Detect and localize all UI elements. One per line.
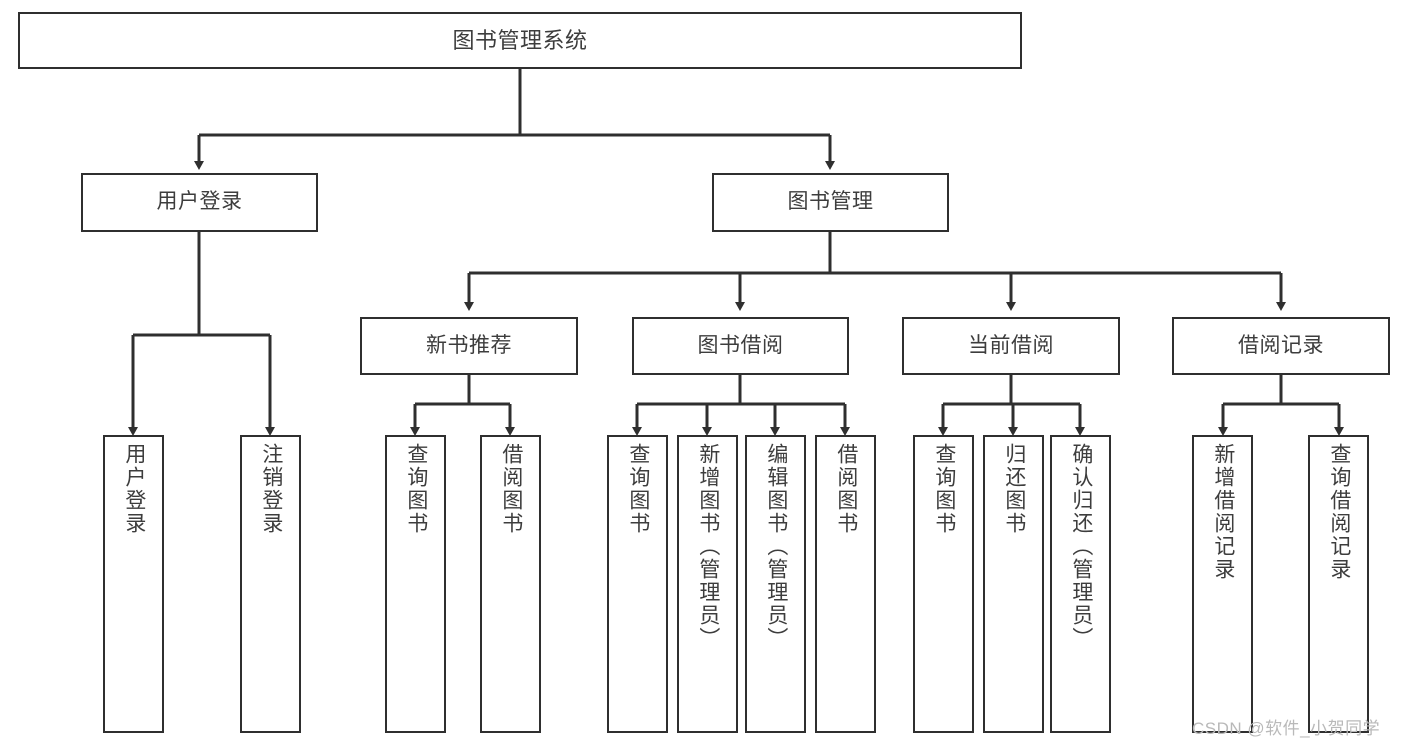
node-label: 注销登录 bbox=[259, 443, 283, 535]
node-label: 查询图书 bbox=[404, 443, 428, 535]
node-label: 确认归还（管理员） bbox=[1069, 443, 1093, 650]
leaf-edit-book-admin[interactable]: 编辑图书（管理员） bbox=[745, 435, 806, 733]
node-label: 用户登录 bbox=[156, 190, 243, 214]
leaf-return-book[interactable]: 归还图书 bbox=[983, 435, 1044, 733]
leaf-confirm-return-admin[interactable]: 确认归还（管理员） bbox=[1050, 435, 1111, 733]
node-borrow-record[interactable]: 借阅记录 bbox=[1172, 317, 1390, 375]
node-label: 借阅图书 bbox=[499, 443, 523, 535]
node-label: 查询图书 bbox=[626, 443, 650, 535]
node-label: 图书借阅 bbox=[697, 333, 784, 357]
leaf-query-borrow-record[interactable]: 查询借阅记录 bbox=[1308, 435, 1369, 733]
node-user-login[interactable]: 用户登录 bbox=[81, 173, 318, 232]
node-label: 新增图书（管理员） bbox=[696, 443, 720, 650]
node-label: 新增借阅记录 bbox=[1211, 443, 1235, 581]
node-label: 图书管理系统 bbox=[452, 27, 588, 53]
node-label: 编辑图书（管理员） bbox=[764, 443, 788, 650]
node-label: 归还图书 bbox=[1002, 443, 1026, 535]
node-root-book-management-system[interactable]: 图书管理系统 bbox=[18, 12, 1022, 69]
leaf-user-login[interactable]: 用户登录 bbox=[103, 435, 164, 733]
node-new-book-recommend[interactable]: 新书推荐 bbox=[360, 317, 578, 375]
leaf-borrow-book-recommend[interactable]: 借阅图书 bbox=[480, 435, 541, 733]
node-label: 新书推荐 bbox=[426, 333, 512, 357]
leaf-user-logout[interactable]: 注销登录 bbox=[240, 435, 301, 733]
leaf-add-borrow-record[interactable]: 新增借阅记录 bbox=[1192, 435, 1253, 733]
leaf-add-book-admin[interactable]: 新增图书（管理员） bbox=[677, 435, 738, 733]
node-label: 借阅记录 bbox=[1238, 333, 1324, 357]
node-label: 用户登录 bbox=[122, 443, 146, 535]
node-label: 查询图书 bbox=[932, 443, 956, 535]
node-label: 当前借阅 bbox=[968, 333, 1054, 357]
node-current-borrow[interactable]: 当前借阅 bbox=[902, 317, 1120, 375]
node-label: 图书管理 bbox=[787, 190, 874, 214]
leaf-borrow-book[interactable]: 借阅图书 bbox=[815, 435, 876, 733]
node-book-manage[interactable]: 图书管理 bbox=[712, 173, 949, 232]
leaf-query-book-current[interactable]: 查询图书 bbox=[913, 435, 974, 733]
node-book-borrow[interactable]: 图书借阅 bbox=[632, 317, 849, 375]
leaf-query-book-recommend[interactable]: 查询图书 bbox=[385, 435, 446, 733]
node-label: 查询借阅记录 bbox=[1327, 443, 1351, 581]
node-label: 借阅图书 bbox=[834, 443, 858, 535]
leaf-query-book-borrow[interactable]: 查询图书 bbox=[607, 435, 668, 733]
